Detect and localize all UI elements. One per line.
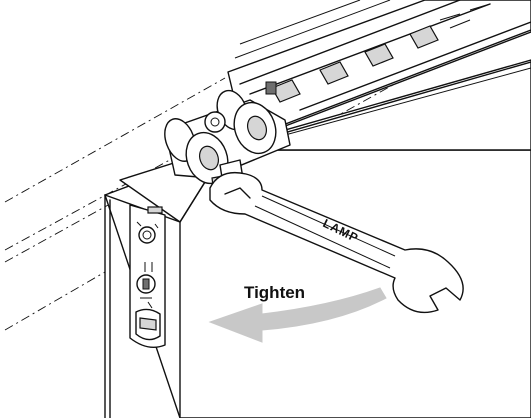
arrow-shape — [208, 287, 387, 343]
door-panel — [104, 59, 531, 418]
roller-carriage — [164, 81, 291, 195]
tighten-label: Tighten — [244, 283, 305, 302]
tighten-arrow — [208, 287, 387, 343]
end-fitting — [129, 204, 166, 348]
